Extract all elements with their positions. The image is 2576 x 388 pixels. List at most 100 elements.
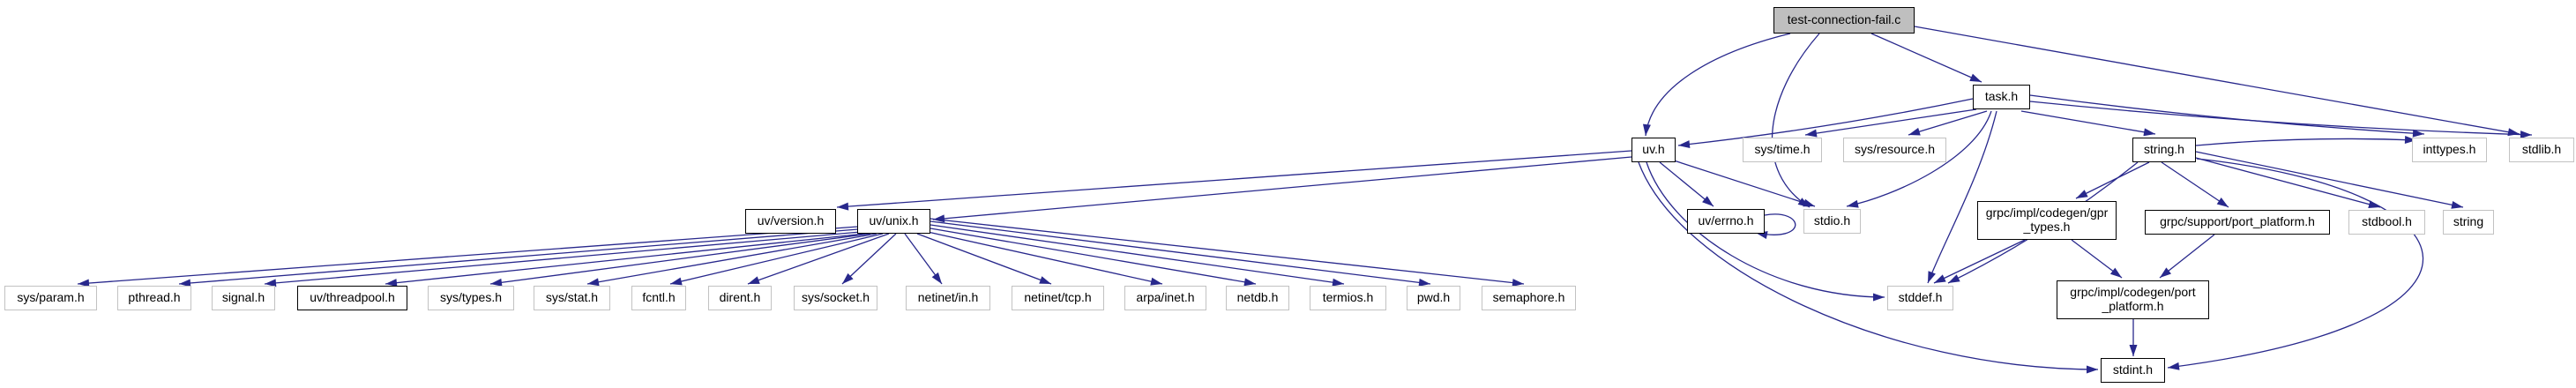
node-sysparam: sys/param.h [4, 286, 97, 310]
edge-stringh-stringnode-arrowhead [2451, 200, 2463, 209]
node-root: test-connection-fail.c [1773, 7, 1915, 34]
edge-task-stdio-arrowhead [1847, 199, 1859, 208]
edge-uv-uverrno-arrowhead [1702, 196, 1714, 206]
node-pwd: pwd.h [1407, 286, 1460, 310]
edge-task-stddef [1927, 110, 1997, 284]
node-termios: termios.h [1310, 286, 1386, 310]
edge-task-systime [1804, 108, 1977, 136]
node-stddef: stddef.h [1887, 286, 1953, 310]
node-pthread: pthread.h [117, 286, 191, 310]
edge-gprtypes-stddef-arrowhead [1934, 274, 1946, 283]
edge-gprtypes-codegenport-arrowhead [2109, 267, 2122, 278]
edge-task-sysresource [1908, 110, 1988, 136]
edge-stringh-gprtypes [2075, 161, 2150, 199]
edge-stringh-inttypes-arrowhead [2404, 135, 2416, 144]
edge-task-stddef-arrowhead [1928, 271, 1936, 283]
edge-uvunix-netinettcp [916, 233, 1052, 285]
edge-uvunix-fcntl [669, 233, 884, 285]
edge-uvunix-pwd [930, 220, 1431, 285]
node-signal: signal.h [212, 286, 275, 310]
edge-uvunix-systypes-arrowhead [490, 278, 503, 287]
edge-uv-stdio [1673, 160, 1816, 207]
node-supportport[interactable]: grpc/support/port_platform.h [2145, 210, 2330, 235]
edge-supportport-codegenport-arrowhead [2160, 267, 2171, 278]
node-systypes: sys/types.h [428, 286, 514, 310]
edge-uvunix-pthread-arrowhead [179, 279, 191, 287]
edge-stringh-gprtypes-arrowhead [2076, 190, 2088, 198]
edge-stringh-supportport [2161, 161, 2229, 208]
edge-uvunix-netinetin-arrowhead [931, 272, 942, 284]
edge-task-inttypes [2029, 94, 2425, 135]
edge-uvunix-semaphore-arrowhead [1512, 279, 1524, 287]
edge-uvunix-netdb-arrowhead [1243, 278, 1256, 287]
node-stdint[interactable]: stdint.h [2101, 358, 2165, 383]
edge-task-uv [1677, 98, 1974, 146]
edge-uv-stdio-arrowhead [1803, 198, 1815, 207]
node-uverrno[interactable]: uv/errno.h [1687, 209, 1765, 234]
node-stringh[interactable]: string.h [2132, 138, 2196, 162]
edge-task-systime-arrowhead [1805, 129, 1818, 138]
node-netdb: netdb.h [1226, 286, 1289, 310]
edge-task-uv-arrowhead [1678, 140, 1691, 149]
node-uvunix[interactable]: uv/unix.h [857, 209, 930, 234]
edge-root-stdio [1771, 33, 1820, 208]
edge-stringh-stdint [2167, 158, 2424, 369]
edge-task-stringh [2020, 110, 2156, 135]
edge-root-stdlib [1914, 26, 2520, 135]
edge-task-stdio [1846, 110, 1992, 207]
node-semaphore: semaphore.h [1482, 286, 1576, 310]
edge-task-inttypes-arrowhead [2412, 129, 2424, 138]
edge-uvunix-threadpool-arrowhead [385, 279, 398, 287]
edge-gprtypes-stddef [1933, 239, 2026, 284]
node-task[interactable]: task.h [1973, 85, 2030, 109]
edge-uvunix-semaphore [930, 218, 1525, 285]
edge-task-sysresource-arrowhead [1908, 127, 1921, 136]
edge-uvunix-arpainet [927, 231, 1163, 285]
edge-root-uv [1645, 33, 1791, 137]
edge-uvunix-pthread [178, 228, 859, 285]
edge-uv-stdint-arrowhead [2087, 365, 2098, 374]
node-netinettcp: netinet/tcp.h [1012, 286, 1104, 310]
edge-uv-stddef-arrowhead [1873, 293, 1885, 302]
node-codegenport[interactable]: grpc/impl/codegen/port _platform.h [2057, 280, 2209, 319]
edge-uvunix-sysstat [586, 233, 877, 285]
node-inttypes: inttypes.h [2412, 138, 2487, 162]
node-uvversion[interactable]: uv/version.h [745, 209, 836, 234]
edge-uvunix-pwd-arrowhead [1418, 278, 1430, 287]
edge-uvunix-termios-arrowhead [1332, 278, 1344, 287]
edge-uvunix-termios [930, 224, 1345, 285]
node-systime: sys/time.h [1743, 138, 1822, 162]
edge-uv-uvunix [932, 156, 1632, 220]
node-gprtypes[interactable]: grpc/impl/codegen/gpr _types.h [1977, 201, 2117, 240]
node-syssocket: sys/socket.h [794, 286, 877, 310]
edge-uvunix-sysparam [77, 226, 859, 285]
node-sysresource: sys/resource.h [1843, 138, 1946, 162]
edge-stringh-stddef-arrowhead [1948, 274, 1960, 283]
edge-stringh-stdbool [2195, 157, 2381, 208]
edge-uvunix-netdb [930, 228, 1257, 285]
edge-uvunix-arpainet-arrowhead [1150, 277, 1162, 286]
edge-root-task-arrowhead [1969, 73, 1982, 82]
node-threadpool[interactable]: uv/threadpool.h [297, 286, 407, 310]
node-arpainet: arpa/inet.h [1124, 286, 1206, 310]
node-netinetin: netinet/in.h [906, 286, 990, 310]
node-stdio: stdio.h [1803, 209, 1861, 234]
node-uv[interactable]: uv.h [1631, 138, 1676, 162]
edge-stringh-stringnode [2195, 151, 2464, 208]
node-dirent: dirent.h [708, 286, 772, 310]
edge-uvunix-threadpool [385, 233, 866, 285]
edge-uvunix-signal [264, 231, 862, 285]
edge-root-uv-arrowhead [1642, 123, 1651, 136]
edge-task-stdlib-arrowhead [2520, 131, 2532, 139]
edge-uvunix-dirent [747, 233, 890, 285]
edge-uvunix-signal-arrowhead [265, 279, 277, 287]
node-stringnode: string [2443, 210, 2494, 235]
node-sysstat: sys/stat.h [534, 286, 610, 310]
edge-uv-stddef [1646, 161, 1885, 298]
edge-uv-stdint [1638, 161, 2099, 370]
edge-codegenport-stdint-arrowhead [2129, 345, 2138, 356]
edge-uverrno-uverrno [1755, 213, 1796, 235]
edge-uvunix-syssocket-arrowhead [842, 272, 854, 284]
